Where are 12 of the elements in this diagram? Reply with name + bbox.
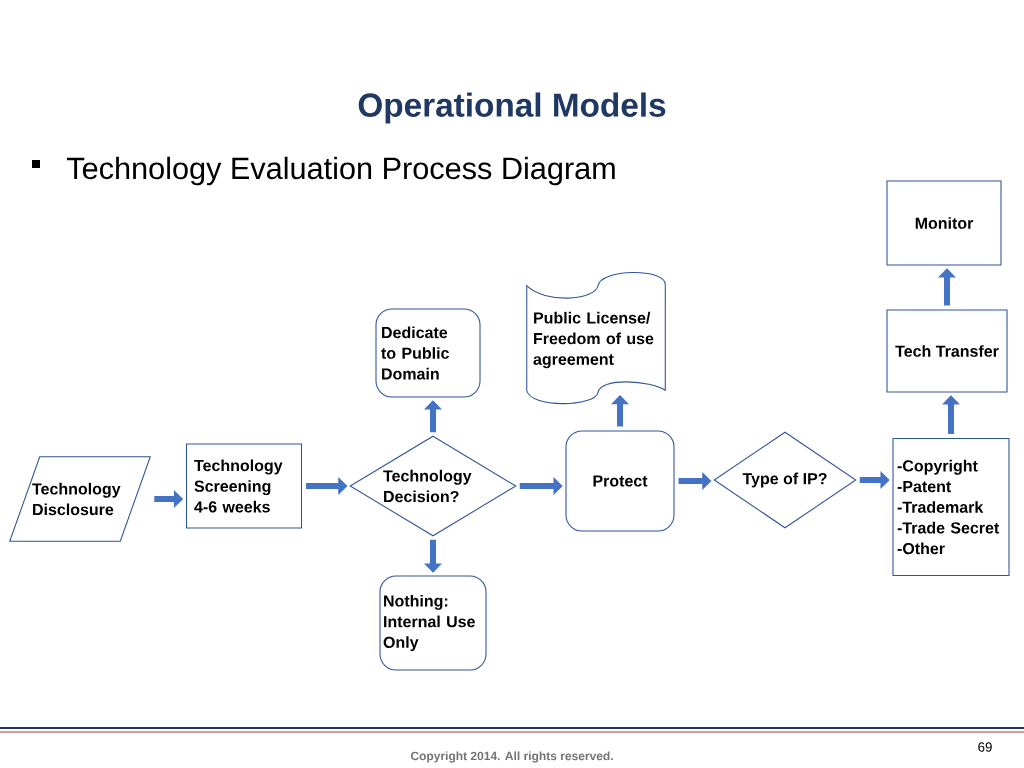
- rounded-box: Nothing: Internal Use Only: [379, 575, 487, 671]
- process-box: -Copyright -Patent -Trademark -Trade Secret -Other: [892, 437, 1010, 577]
- rounded-box: Protect: [565, 430, 675, 532]
- process-box: Tech Transfer: [886, 309, 1008, 393]
- bullet-item: Technology Evaluation Process Diagram: [32, 156, 615, 186]
- process-box: Technology Screening 4-6 weeks: [185, 443, 303, 529]
- input-parallelogram: Technology Disclosure: [9, 456, 152, 542]
- page-number: 69: [978, 742, 992, 752]
- slide-title: Operational Models: [358, 92, 666, 124]
- copyright-text: Copyright 2014. All rights reserved.: [410, 751, 613, 763]
- rounded-box: Dedicate to Public Domain: [375, 308, 481, 398]
- process-box: Monitor: [886, 180, 1002, 266]
